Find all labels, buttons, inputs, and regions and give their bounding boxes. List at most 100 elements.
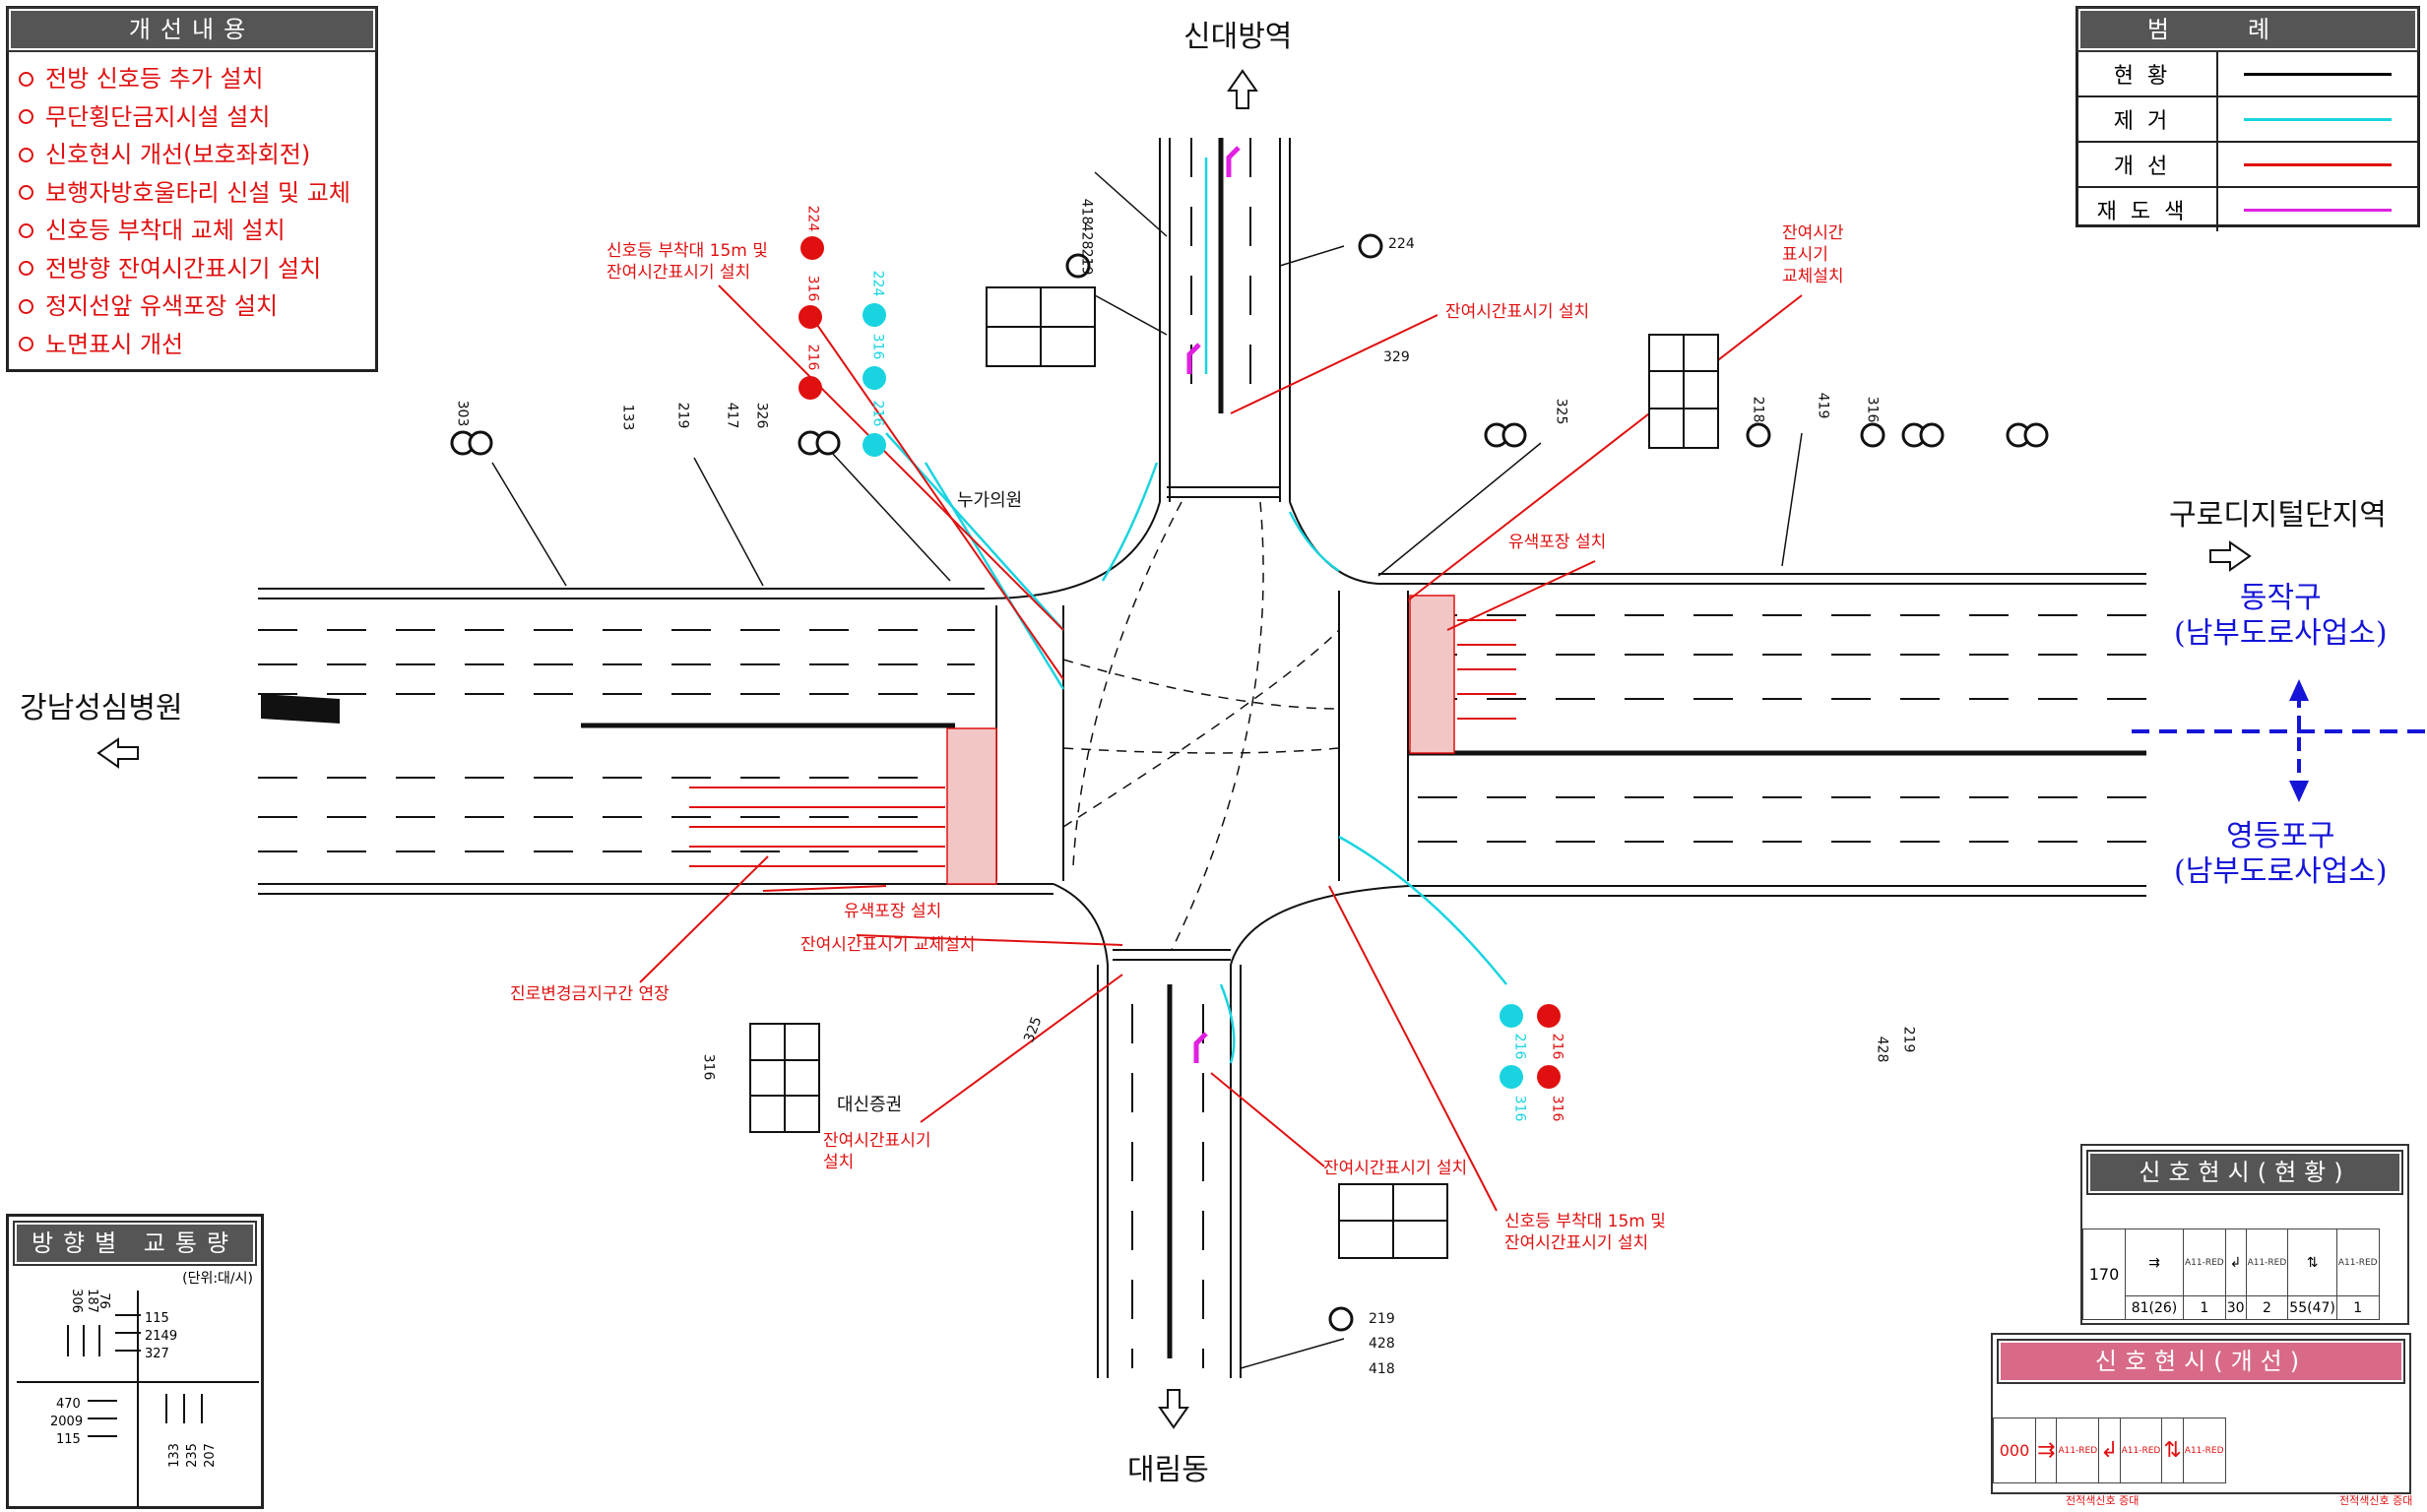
sign-code-224: 224 <box>1388 236 1415 252</box>
legend-title: 범례 <box>2076 7 2419 52</box>
amber-cell: A11-RED <box>2182 1418 2226 1483</box>
sign-code-216-red: 216 <box>804 344 821 371</box>
amber-cell: A11-RED <box>2335 1228 2380 1296</box>
phase-value: 1 <box>2183 1295 2226 1320</box>
sign-code-303: 303 <box>454 400 471 427</box>
legend-label: 재도색 <box>2078 186 2217 231</box>
improvement-item: 보행자방호울타리 신설 및 교체 <box>15 174 375 213</box>
district-east-lower: 영등포구 (남부도로사업소) <box>2174 819 2388 889</box>
amber-cell: A11-RED <box>2245 1228 2289 1296</box>
note-sw-paving: 유색포장 설치 <box>844 902 942 921</box>
circle-bullet-icon <box>19 147 33 162</box>
landmark-sw: 대신증권 <box>837 1095 903 1115</box>
sign-code-428-s: 428 <box>1369 1336 1395 1352</box>
traffic-arrows <box>17 1291 259 1507</box>
traffic-east-1: 115 <box>145 1311 169 1326</box>
circle-bullet-icon <box>19 261 33 276</box>
phase-value: 1 <box>2335 1295 2380 1320</box>
legend-label: 개선 <box>2078 141 2217 187</box>
signal-improved-title: 신호현시(개선) <box>1997 1339 2405 1384</box>
phase-value: 55(47) <box>2287 1295 2337 1320</box>
sign-code-417: 417 <box>724 402 740 429</box>
sign-code-219-s: 219 <box>1369 1311 1395 1327</box>
legend-swatch <box>2244 117 2392 121</box>
phase-diagram: ⇅ <box>2287 1228 2337 1296</box>
traffic-east-3: 327 <box>145 1347 169 1361</box>
legend-row: 재도색 <box>2078 186 2417 231</box>
signal-current-panel: 신호현시(현황) 170 ⇉ A11-RED ↲ A11-RED ⇅ A11-R… <box>2080 1144 2409 1325</box>
improvement-title: 개선내용 <box>7 7 377 52</box>
sign-code-316-cyan: 316 <box>869 333 886 360</box>
phase-diagram: ↲ <box>2098 1418 2121 1483</box>
phase-value: 30 <box>2224 1295 2247 1320</box>
sign-code-316-red: 316 <box>804 275 821 302</box>
signal-current-cycle: 170 <box>2082 1228 2126 1320</box>
legend-label: 현황 <box>2078 50 2217 96</box>
note-ne-paving: 유색포장 설치 <box>1508 533 1607 552</box>
sign-code-418: 418 <box>1078 198 1095 225</box>
circle-bullet-icon <box>19 185 33 200</box>
sign-code-316-se-red: 316 <box>1549 1095 1565 1122</box>
sign-code-326: 326 <box>753 402 770 429</box>
legend-label: 제거 <box>2078 95 2217 142</box>
legend-swatch <box>2244 208 2392 212</box>
traffic-unit: (단위:대/시) <box>182 1271 253 1287</box>
note-nw-signal: 신호등 부착대 15m 및 잔여시간표시기 설치 <box>607 241 768 283</box>
note-se-timer: 잔여시간표시기 설치 <box>1323 1159 1468 1178</box>
sign-code-419: 419 <box>1815 392 1831 419</box>
sign-code-219-se: 219 <box>1900 1026 1917 1053</box>
legend-row: 제거 <box>2078 95 2417 142</box>
phase-diagram: ⇅ <box>2161 1418 2184 1483</box>
note-ne-timer: 잔여시간 표시기 교체설치 <box>1782 223 1844 286</box>
district-east-upper: 동작구 (남부도로사업소) <box>2174 581 2388 651</box>
note-s-timer: 잔여시간표시기 설치 <box>823 1131 931 1172</box>
traffic-west-2: 2009 <box>50 1415 84 1429</box>
amber-cell: A11-RED <box>2119 1418 2163 1483</box>
sign-code-325: 325 <box>1553 398 1569 425</box>
legend-swatch <box>2244 162 2392 166</box>
phase-diagram: ⇉ <box>2125 1228 2184 1296</box>
sign-code-418-s: 418 <box>1369 1361 1395 1377</box>
improvement-item: 신호등 부착대 교체 설치 <box>15 212 375 250</box>
traffic-title: 방향별 교통량 <box>13 1221 257 1266</box>
improvement-item: 신호현시 개선(보호좌회전) <box>15 136 375 174</box>
signal-caption: 전적색신호 증대 <box>2066 1494 2140 1507</box>
signal-improved-table: 000 ⇉ A11-RED ↲ A11-RED ⇅ A11-RED <box>1993 1418 2226 1483</box>
legend-row: 현황 <box>2078 50 2417 96</box>
traffic-west-1: 470 <box>56 1397 81 1412</box>
phase-value: 2 <box>2245 1295 2289 1320</box>
improvement-item: 전방향 잔여시간표시기 설치 <box>15 250 375 288</box>
place-north: 신대방역 <box>1183 20 1293 54</box>
improvement-item: 무단횡단금지시설 설치 <box>15 98 375 137</box>
sign-code-428: 428 <box>1078 222 1095 250</box>
circle-bullet-icon <box>19 222 33 238</box>
sign-code-224-red: 224 <box>804 205 821 232</box>
circle-bullet-icon <box>19 109 33 124</box>
sign-code-316-sw: 316 <box>700 1053 717 1081</box>
sign-code-219: 219 <box>1078 248 1095 276</box>
sign-code-216-cyan: 216 <box>869 400 886 427</box>
sign-code-216-se: 216 <box>1511 1033 1528 1060</box>
signal-current-title: 신호현시(현황) <box>2086 1150 2403 1195</box>
signal-current-table: 170 ⇉ A11-RED ↲ A11-RED ⇅ A11-RED 81(26)… <box>2082 1228 2380 1320</box>
circle-bullet-icon <box>19 71 33 87</box>
improvement-item: 전방 신호등 추가 설치 <box>15 60 375 98</box>
signal-caption: 전적색신호 증대 <box>2339 1494 2413 1507</box>
sign-code-428-se: 428 <box>1874 1036 1890 1063</box>
signal-improved-cycle: 000 <box>1993 1418 2036 1483</box>
improvement-list: 전방 신호등 추가 설치 무단횡단금지시설 설치 신호현시 개선(보호좌회전) … <box>15 60 375 363</box>
place-east: 구로디지털단지역 <box>2169 498 2387 533</box>
improvement-item: 정지선앞 유색포장 설치 <box>15 287 375 326</box>
legend-swatch <box>2244 72 2392 76</box>
improvement-item: 노면표시 개선 <box>15 326 375 364</box>
place-west: 강남성심병원 <box>20 691 183 725</box>
place-south: 대림동 <box>1127 1453 1209 1487</box>
note-se-signal: 신호등 부착대 15m 및 잔여시간표시기 설치 <box>1504 1212 1666 1253</box>
note-sw-timer: 잔여시간표시기 교체설치 <box>800 935 976 955</box>
sign-code-224-cyan: 224 <box>869 270 886 297</box>
circle-bullet-icon <box>19 337 33 351</box>
traffic-west-3: 115 <box>56 1432 81 1447</box>
note-lane-change: 진로변경금지구간 연장 <box>510 984 670 1004</box>
legend-row: 개선 <box>2078 141 2417 187</box>
